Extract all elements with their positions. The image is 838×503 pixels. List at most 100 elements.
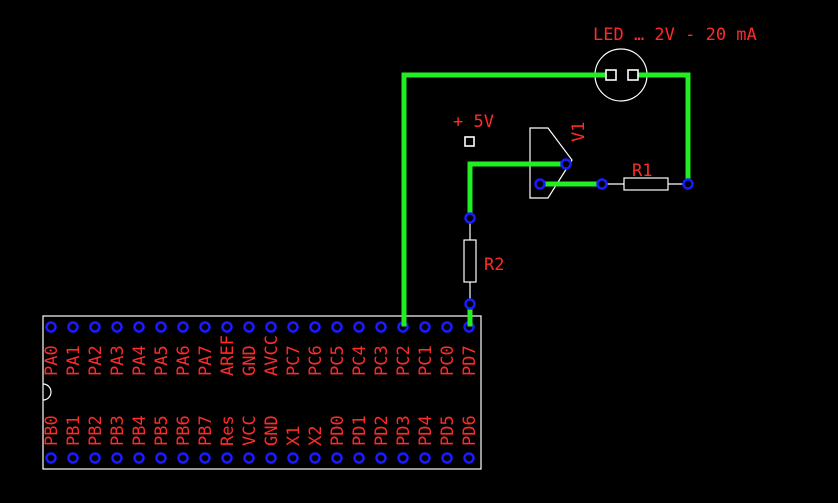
v1-pad-collector — [534, 178, 546, 190]
pin-label-top-pc7: PC7 — [284, 345, 304, 376]
pin-pad-pc1 — [419, 321, 431, 333]
pin-label-bottom-pd1: PD1 — [350, 415, 370, 446]
pin-pad-pb4 — [133, 452, 145, 464]
pin-label-top-pc5: PC5 — [328, 345, 348, 376]
pin-label-bottom-gnd: GND — [262, 415, 282, 446]
supply-pad — [464, 136, 475, 147]
pin-label-top-pa6: PA6 — [174, 345, 194, 376]
pin-label-top-pc1: PC1 — [416, 345, 436, 376]
r2-pad-top — [464, 212, 476, 224]
pin-pad-vcc — [243, 452, 255, 464]
trace-led-cathode-r1 — [631, 72, 691, 187]
r2-pad-bottom — [464, 298, 476, 310]
header-outline — [42, 315, 482, 470]
pin-label-top-pa0: PA0 — [42, 345, 62, 376]
pin-pad-pc4 — [353, 321, 365, 333]
pin-pad-avcc — [265, 321, 277, 333]
pin-pad-pc5 — [331, 321, 343, 333]
pin-pad-aref — [221, 321, 233, 333]
trace-pc2-led-anode — [401, 72, 612, 327]
pin-pad-res — [221, 452, 233, 464]
v1-component: V1 — [529, 122, 589, 199]
pin-pad-pa2 — [89, 321, 101, 333]
pin-label-bottom-x2: X2 — [306, 426, 326, 446]
pin-pad-pb2 — [89, 452, 101, 464]
led-label: LED … 2V - 20 mA — [593, 25, 757, 45]
pin-label-top-pc4: PC4 — [350, 345, 370, 376]
pin-pad-pc7 — [287, 321, 299, 333]
pin-pad-pd2 — [375, 452, 387, 464]
pin-label-bottom-pd6: PD6 — [460, 415, 480, 446]
pin-label-bottom-x1: X1 — [284, 426, 304, 446]
r2-component: R2 — [463, 218, 504, 304]
pin-pad-pb7 — [199, 452, 211, 464]
pin-pad-pb5 — [155, 452, 167, 464]
led-pad-anode — [605, 69, 617, 81]
pin-label-bottom-pd5: PD5 — [438, 415, 458, 446]
pin-label-top-aref: AREF — [218, 335, 238, 376]
pin-label-bottom-res: Res — [218, 415, 238, 446]
pin-pad-gnd — [265, 452, 277, 464]
r1-label: R1 — [632, 161, 652, 181]
pin-label-top-pa3: PA3 — [108, 345, 128, 376]
pin-label-top-pc0: PC0 — [438, 345, 458, 376]
pin-pad-pa4 — [133, 321, 145, 333]
pin-label-top-pa5: PA5 — [152, 345, 172, 376]
pin-pad-pc6 — [309, 321, 321, 333]
pin-pad-gnd — [243, 321, 255, 333]
pin-label-bottom-vcc: VCC — [240, 415, 260, 446]
trace-r2-v1-base — [467, 161, 569, 219]
pin-pad-pa0 — [45, 321, 57, 333]
v1-outline — [529, 127, 573, 199]
pin-label-bottom-pb0: PB0 — [42, 415, 62, 446]
pin-label-bottom-pb1: PB1 — [64, 415, 84, 446]
pin-pad-pa5 — [155, 321, 167, 333]
v1-pad-base — [560, 158, 572, 170]
pin-label-bottom-pb7: PB7 — [196, 415, 216, 446]
r2-label: R2 — [484, 255, 504, 275]
pin-pad-pa7 — [199, 321, 211, 333]
pin-label-bottom-pd0: PD0 — [328, 415, 348, 446]
pin-pad-pd6 — [463, 452, 475, 464]
pin-pad-pc0 — [441, 321, 453, 333]
led-pad-cathode — [627, 69, 639, 81]
pin-label-bottom-pb4: PB4 — [130, 415, 150, 446]
pin-pad-pa3 — [111, 321, 123, 333]
pin-label-top-pa4: PA4 — [130, 345, 150, 376]
pin-label-top-pd7: PD7 — [460, 345, 480, 376]
pin-pad-pd0 — [331, 452, 343, 464]
pin-label-bottom-pb2: PB2 — [86, 415, 106, 446]
pin-pad-pb3 — [111, 452, 123, 464]
component-pads — [464, 69, 694, 310]
pin-pad-pd3 — [397, 452, 409, 464]
pin-label-top-pc3: PC3 — [372, 345, 392, 376]
pin-label-bottom-pb5: PB5 — [152, 415, 172, 446]
pin-pad-pc3 — [375, 321, 387, 333]
r1-component: R1 — [602, 161, 688, 191]
pin-pad-x2 — [309, 452, 321, 464]
pin-pad-pb1 — [67, 452, 79, 464]
traces — [401, 72, 691, 327]
r1-pad-left — [596, 178, 608, 190]
pin-pad-pb6 — [177, 452, 189, 464]
pin-label-top-avcc: AVCC — [262, 335, 282, 376]
pin-pad-pb0 — [45, 452, 57, 464]
pin-label-top-pc6: PC6 — [306, 345, 326, 376]
r2-body — [463, 239, 477, 283]
r1-pad-right — [682, 178, 694, 190]
pin-label-bottom-pb6: PB6 — [174, 415, 194, 446]
led-component: LED … 2V - 20 mA — [593, 25, 757, 102]
pin-label-bottom-pb3: PB3 — [108, 415, 128, 446]
pin-label-top-pa2: PA2 — [86, 345, 106, 376]
header-top-pads — [45, 321, 475, 333]
pin-pad-pd1 — [353, 452, 365, 464]
pin-label-bottom-pd4: PD4 — [416, 415, 436, 446]
pin-pad-pa1 — [67, 321, 79, 333]
pin-label-bottom-pd3: PD3 — [394, 415, 414, 446]
pin-pad-pa6 — [177, 321, 189, 333]
pin-pad-pd5 — [441, 452, 453, 464]
pin-label-top-pc2: PC2 — [394, 345, 414, 376]
